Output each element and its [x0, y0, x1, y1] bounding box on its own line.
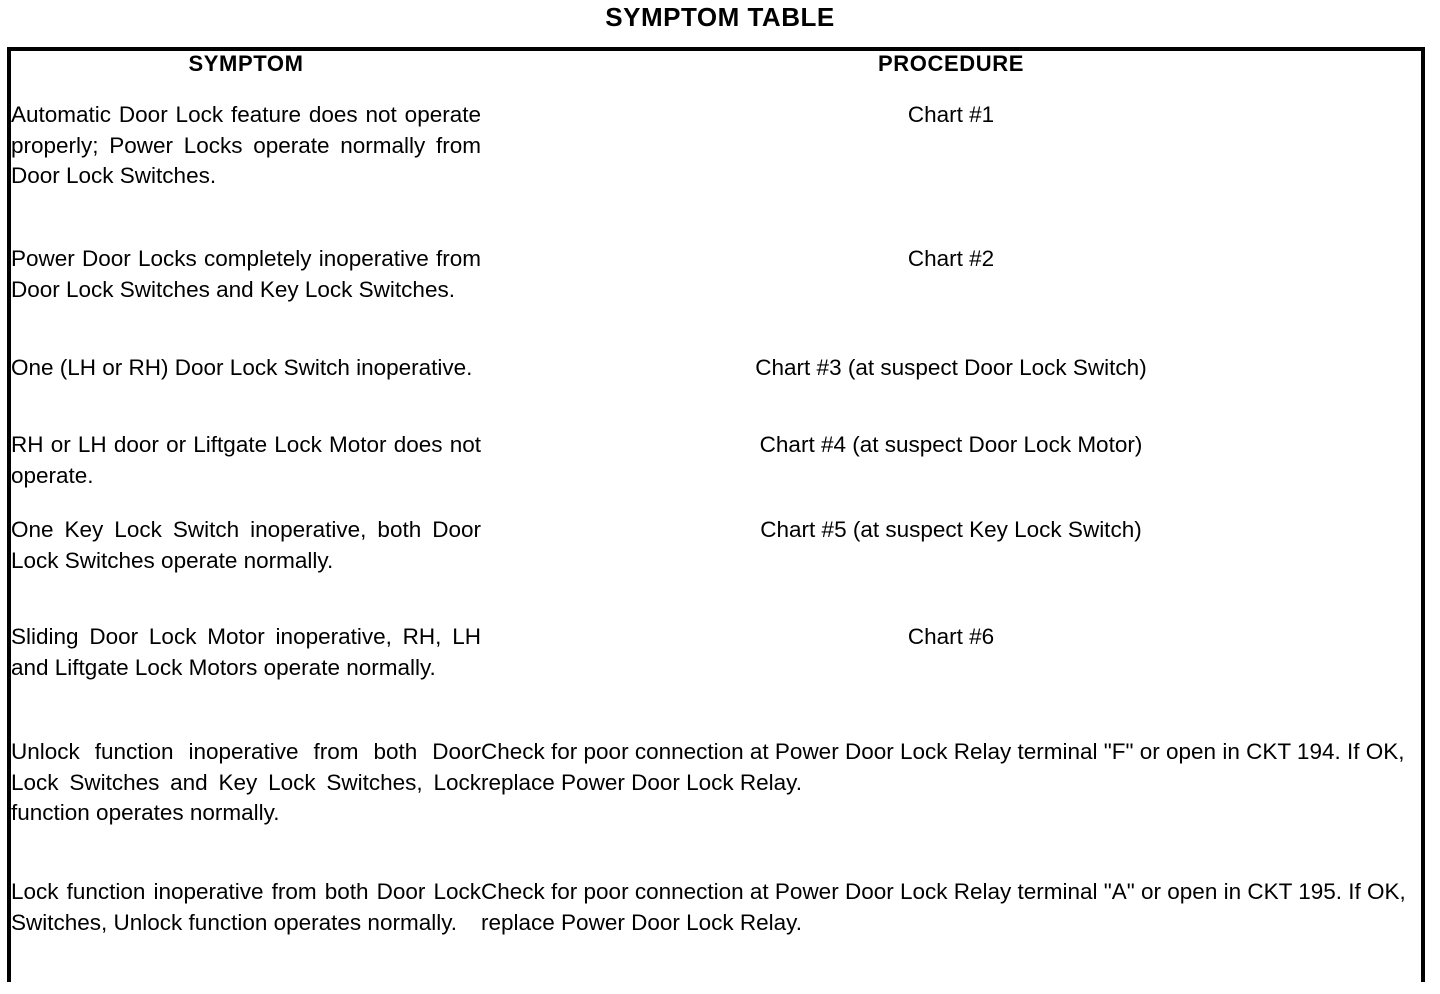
procedure-text: Chart #6 — [907, 624, 995, 649]
table-row: Unlock function inoperative from both Do… — [11, 737, 1421, 877]
symptom-cell: RH or LH door or Liftgate Lock Motor doe… — [11, 430, 481, 515]
procedure-cell: Chart #1 — [481, 100, 1421, 244]
table-row: Sliding Door Lock Motor inoperative, RH,… — [11, 622, 1421, 737]
column-header-procedure: PROCEDURE — [481, 51, 1421, 100]
symptom-cell: Sliding Door Lock Motor inoperative, RH,… — [11, 622, 481, 737]
procedure-text: Check for poor connection at Power Door … — [481, 739, 1405, 795]
symptom-text: Unlock function inoperative from both Do… — [11, 739, 481, 825]
procedure-text: Chart #3 (at suspect Door Lock Switch) — [755, 355, 1147, 380]
procedure-text: Chart #2 — [907, 246, 995, 271]
table-row: Automatic Door Lock feature does not ope… — [11, 100, 1421, 244]
symptom-cell: Unlock function inoperative from both Do… — [11, 737, 481, 877]
page-title: SYMPTOM TABLE — [605, 2, 835, 32]
procedure-cell: Chart #6 — [481, 622, 1421, 737]
symptom-text: Sliding Door Lock Motor inoperative, RH,… — [11, 624, 481, 680]
symptom-text: One Key Lock Switch inoperative, both Do… — [11, 517, 481, 573]
symptom-text: Lock function inoperative from both Door… — [11, 879, 481, 935]
procedure-text: Chart #1 — [907, 102, 995, 127]
procedure-cell: Chart #3 (at suspect Door Lock Switch) — [481, 353, 1421, 430]
procedure-cell: Check for poor connection at Power Door … — [481, 877, 1421, 982]
table-row: RH or LH door or Liftgate Lock Motor doe… — [11, 430, 1421, 515]
column-header-symptom: SYMPTOM — [11, 51, 481, 100]
procedure-cell: Chart #2 — [481, 244, 1421, 353]
table-row: One Key Lock Switch inoperative, both Do… — [11, 515, 1421, 622]
symptom-text: One (LH or RH) Door Lock Switch inoperat… — [11, 355, 473, 380]
procedure-cell: Check for poor connection at Power Door … — [481, 737, 1421, 877]
symptom-cell: Automatic Door Lock feature does not ope… — [11, 100, 481, 244]
table-row: Power Door Locks completely inoperative … — [11, 244, 1421, 353]
procedure-text: Chart #5 (at suspect Key Lock Switch) — [760, 517, 1142, 542]
table-row: One (LH or RH) Door Lock Switch inoperat… — [11, 353, 1421, 430]
symptom-text: RH or LH door or Liftgate Lock Motor doe… — [11, 432, 481, 488]
symptom-table: SYMPTOM PROCEDURE Automatic Door Lock fe… — [7, 47, 1425, 982]
symptom-text: Power Door Locks completely inoperative … — [11, 246, 481, 302]
table-row: Lock function inoperative from both Door… — [11, 877, 1421, 982]
procedure-cell: Chart #4 (at suspect Door Lock Motor) — [481, 430, 1421, 515]
table-header: SYMPTOM PROCEDURE — [11, 51, 1421, 100]
symptom-table-grid: SYMPTOM PROCEDURE Automatic Door Lock fe… — [11, 51, 1421, 982]
procedure-cell: Chart #5 (at suspect Key Lock Switch) — [481, 515, 1421, 622]
procedure-text: Check for poor connection at Power Door … — [481, 879, 1406, 935]
table-body: Automatic Door Lock feature does not ope… — [11, 100, 1421, 982]
header-row: SYMPTOM PROCEDURE — [11, 51, 1421, 100]
symptom-cell: Power Door Locks completely inoperative … — [11, 244, 481, 353]
symptom-cell: One (LH or RH) Door Lock Switch inoperat… — [11, 353, 481, 430]
symptom-cell: Lock function inoperative from both Door… — [11, 877, 481, 982]
symptom-text: Automatic Door Lock feature does not ope… — [11, 102, 481, 188]
procedure-text: Chart #4 (at suspect Door Lock Motor) — [759, 432, 1143, 457]
symptom-cell: One Key Lock Switch inoperative, both Do… — [11, 515, 481, 622]
